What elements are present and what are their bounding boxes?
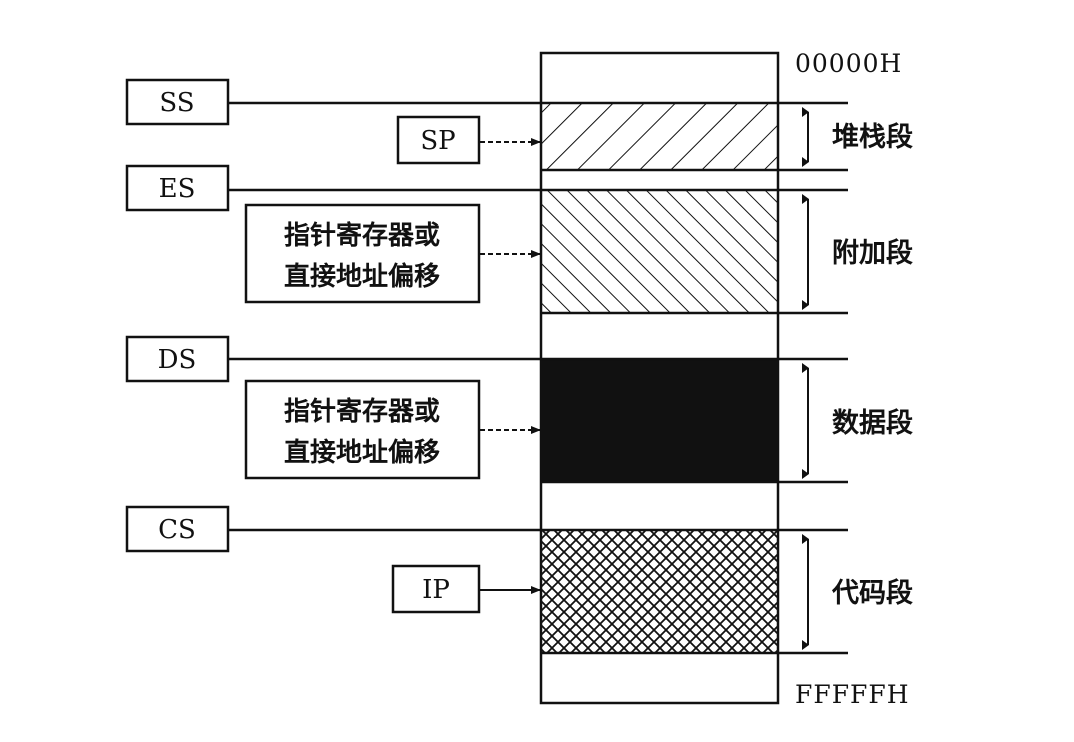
data-segment-fill [541,359,778,482]
sp-register: SP [396,115,481,165]
ds-register: DS [125,335,230,383]
es-label: ES [159,174,196,204]
stack-segment-fill [541,103,778,170]
extra-segment-label: 附加段 [832,238,913,269]
cs-label: CS [158,515,196,545]
data-offset-line1: 指针寄存器或 [284,396,440,427]
extra-offset-box: 指针寄存器或 直接地址偏移 [244,203,481,304]
extra-offset-line2: 直接地址偏移 [284,261,440,292]
code-segment-label: 代码段 [831,578,913,609]
stack-segment-label: 堆栈段 [832,122,913,153]
address-top-label: 00000H [795,49,902,78]
ip-label: IP [422,575,450,605]
data-offset-line2: 直接地址偏移 [284,437,440,468]
extra-offset-line1: 指针寄存器或 [284,220,440,251]
address-bottom-label: FFFFFH [795,680,910,709]
ip-register: IP [391,564,481,614]
data-offset-box: 指针寄存器或 直接地址偏移 [244,379,481,480]
extra-segment-fill [541,190,778,313]
sp-label: SP [420,126,455,156]
ss-register: SS [125,78,230,126]
ds-label: DS [158,345,197,375]
data-segment-label: 数据段 [832,408,913,439]
es-register: ES [125,164,230,212]
ss-label: SS [159,88,194,118]
code-segment-fill [541,530,778,653]
cs-register: CS [125,505,230,553]
